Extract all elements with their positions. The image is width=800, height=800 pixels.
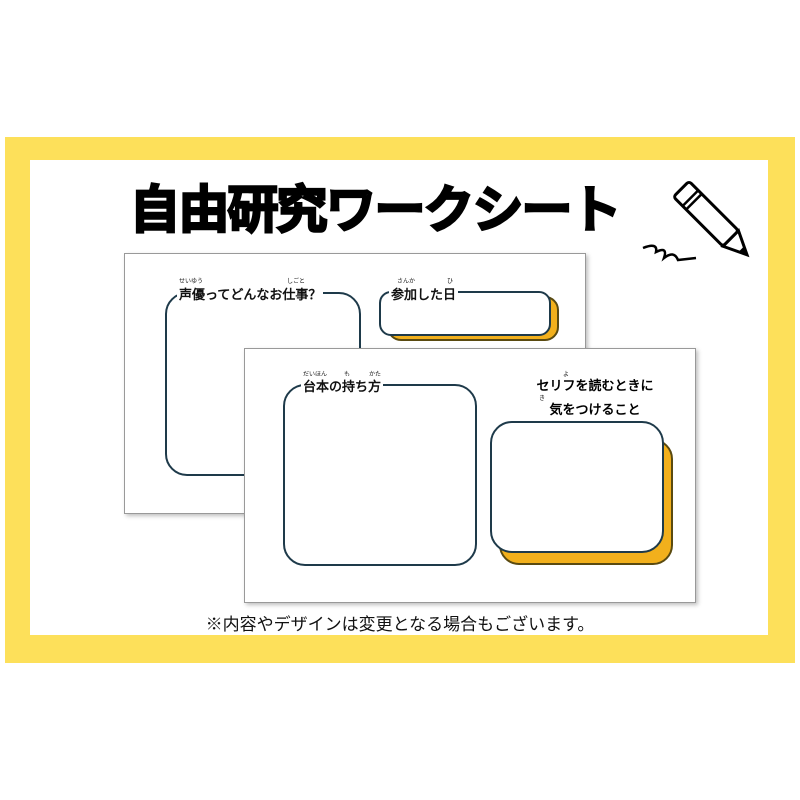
ruby: せいゆう: [179, 278, 204, 285]
ruby: だいほん: [303, 371, 328, 378]
answer-box-date[interactable]: [379, 291, 551, 336]
question-label: 声優ってどんなお仕事？: [177, 284, 324, 303]
ruby: さんか: [397, 278, 416, 285]
ruby: ひ: [447, 278, 454, 285]
ruby: も: [344, 371, 351, 378]
disclaimer-note: ※内容やデザインは変更となる場合もございます。: [205, 615, 595, 635]
ruby: き: [539, 395, 546, 402]
answer-box-tips[interactable]: [490, 421, 664, 553]
question-label: 参加した日: [389, 284, 459, 303]
ruby: かた: [369, 371, 382, 378]
ruby: しごと: [287, 278, 306, 285]
ruby: よ: [563, 371, 570, 378]
question-line1: セリフを読むときに: [536, 379, 654, 394]
page-title: 自由研究ワークシート: [129, 180, 623, 241]
front-worksheet: だいほん も かた 台本の持ち方 よ セリフを読むときに き 気をつけること: [244, 348, 696, 603]
question-label: 台本の持ち方: [301, 376, 384, 395]
question-line2: 気をつけること: [549, 403, 641, 418]
pencil-icon: [642, 180, 750, 262]
answer-box-script[interactable]: [283, 384, 477, 566]
